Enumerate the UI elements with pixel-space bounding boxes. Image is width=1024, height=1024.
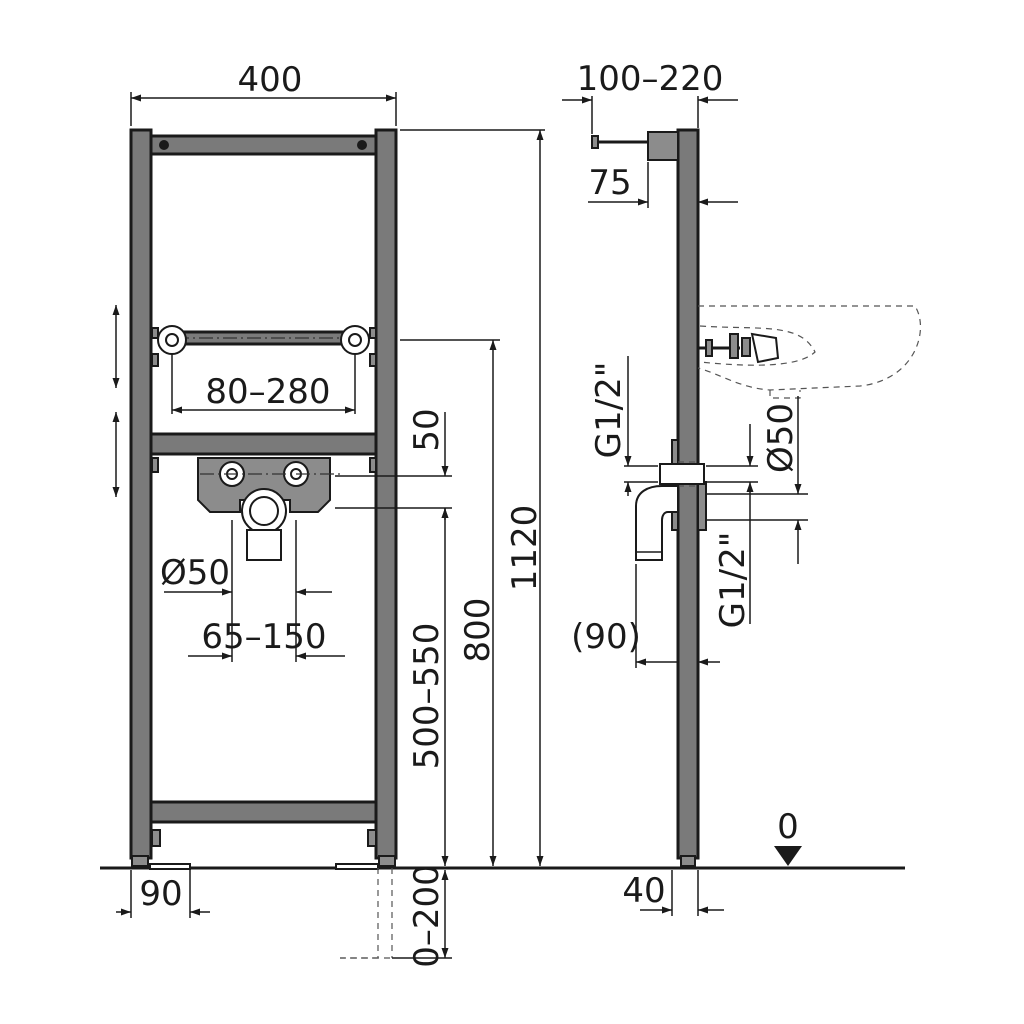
dim-side-depth: 40 [622, 871, 665, 911]
dim-waste-height: 500–550 [407, 623, 447, 770]
left-foot-plate [149, 863, 191, 870]
side-foot [680, 855, 696, 867]
bolt-icon [159, 140, 169, 150]
dim-depth-90: (90) [571, 617, 641, 657]
top-bracket [647, 131, 679, 161]
right-foot [378, 855, 396, 867]
dim-total-height: 1120 [505, 505, 545, 592]
top-crossbar [149, 134, 378, 156]
dim-leg-adjust: 0–200 [407, 864, 447, 968]
dim-waste-diameter-front: Ø50 [160, 553, 230, 593]
bottom-crossbar [149, 800, 378, 824]
dim-height-800: 800 [458, 598, 498, 663]
dim-tap-spacing: 80–280 [205, 372, 330, 412]
inlet-stub [659, 463, 705, 485]
dim-waste-diameter-side: Ø50 [761, 403, 801, 473]
dim-offset-50: 50 [407, 408, 447, 451]
right-foot-plate [335, 863, 379, 870]
left-foot [131, 855, 149, 867]
dim-tap-range: 65–150 [201, 617, 326, 657]
side-view: 100–220 75 G1/2" [562, 59, 922, 916]
side-post [676, 128, 700, 860]
dim-frame-width: 400 [238, 60, 303, 100]
front-view: 400 80–280 Ø50 65–150 90 50 [112, 60, 545, 968]
dim-foot-width: 90 [139, 874, 182, 914]
dim-connection-upper: G1/2" [589, 362, 629, 459]
waste-pipe [246, 529, 282, 561]
waste-elbow [635, 485, 679, 561]
basin-outline [697, 305, 922, 391]
bolt-icon [357, 140, 367, 150]
floor-level-triangle-icon [774, 846, 802, 866]
dim-bracket-depth: 75 [588, 163, 631, 203]
middle-crossbar [149, 432, 378, 456]
dim-connection-lower: G1/2" [713, 532, 753, 629]
left-post [129, 128, 153, 860]
right-post [374, 128, 398, 860]
dim-bracket-offset: 100–220 [577, 59, 724, 99]
floor-level-label: 0 [777, 807, 799, 847]
tap-fitting-side [750, 332, 780, 364]
